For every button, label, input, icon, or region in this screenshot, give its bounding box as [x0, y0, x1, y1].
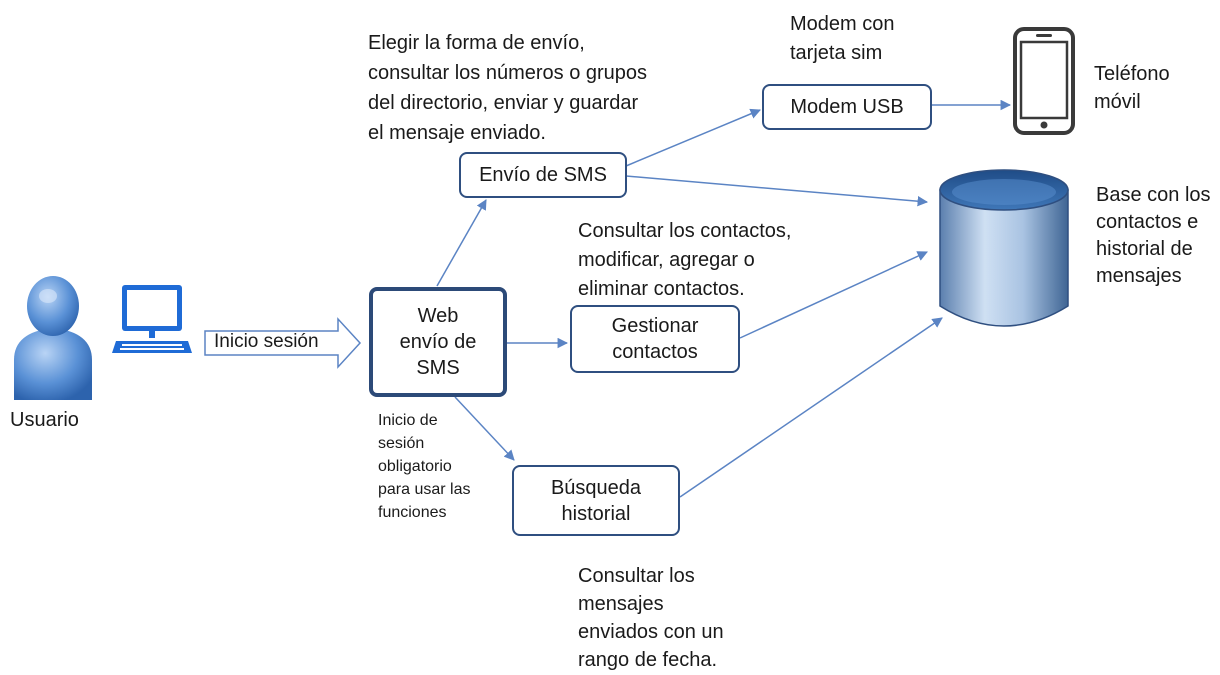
arrow-history-to-database [679, 317, 943, 498]
arrow-web-to-history [454, 396, 515, 461]
sms-sending-node: Envío de SMS [459, 152, 627, 198]
sms-description: Elegir la forma de envío, consultar los … [368, 32, 648, 144]
computer-icon [112, 285, 192, 353]
login-label: Inicio sesión [214, 331, 319, 352]
database-label: Base con los contactos e historial de me… [1096, 184, 1211, 287]
login-required-note: Inicio de sesión obligatorio para usar l… [378, 412, 471, 521]
arrow-web-to-sms [436, 199, 487, 287]
manage-contacts-node: Gestionar contactos [570, 305, 740, 373]
web-sms-node: Web envío de SMS [369, 287, 507, 397]
history-search-node: Búsqueda historial [512, 465, 680, 536]
phone-icon [1013, 27, 1075, 135]
arrow-sms-to-modem [625, 108, 761, 167]
database-icon [939, 169, 1069, 327]
history-description: Consultar los mensajes enviados con un r… [578, 565, 724, 671]
modem-usb-node: Modem USB [762, 84, 932, 130]
login-arrow-shape [204, 317, 362, 369]
arrow-contacts-to-database [739, 251, 928, 339]
phone-label: Teléfono móvil [1094, 63, 1170, 113]
arrow-sms-to-database [625, 175, 929, 207]
user-label: Usuario [10, 409, 79, 431]
contacts-description: Consultar los contactos, modificar, agre… [578, 220, 792, 300]
user-icon [14, 276, 92, 400]
modem-note: Modem con tarjeta sim [790, 13, 895, 64]
